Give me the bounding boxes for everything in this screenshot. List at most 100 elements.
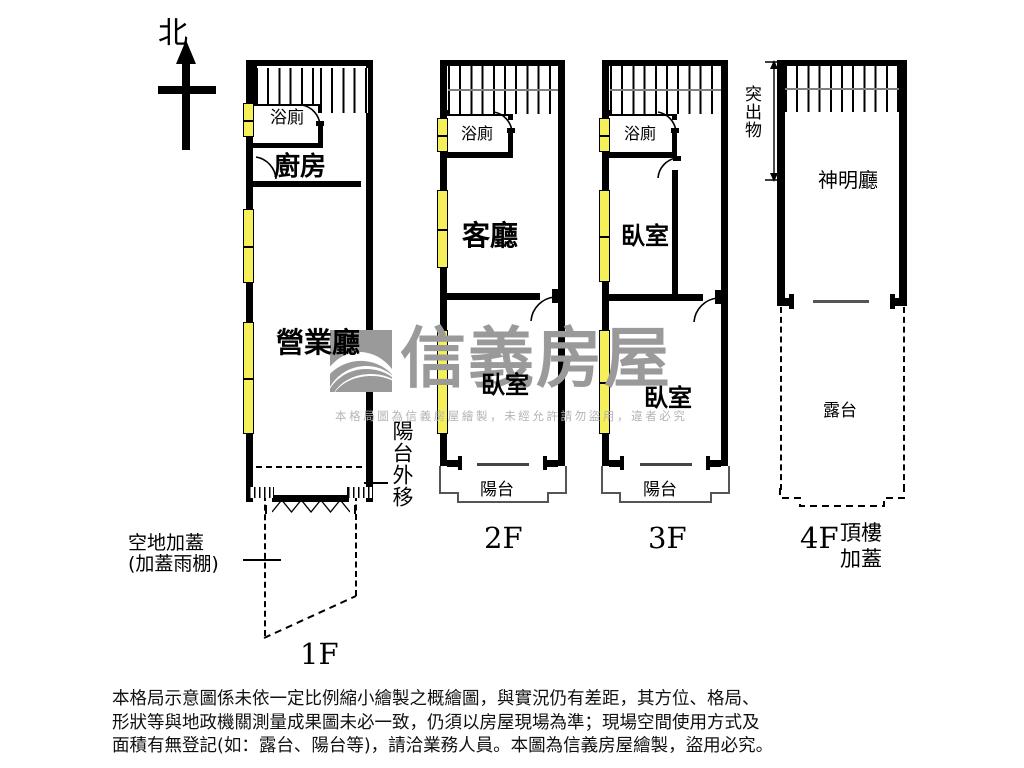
3f-window-bathroom [599,118,610,152]
2f-floor-caption: 2F [484,521,523,555]
3f-stair-wall-right [672,110,677,120]
2f-bedroom-door [525,295,560,327]
1f-annotation-open-space-addition: 空地加蓋 (加蓋雨棚) [128,533,219,575]
3f-balcony-jamb-left [620,456,624,470]
1f-annotation-line2: (加蓋雨棚) [128,553,219,575]
4f-floor-caption: 4F [800,521,839,555]
2f-bathroom-wall-right [508,128,513,156]
3f-room-label-bedroom-2: 臥室 [644,384,692,412]
3f-balcony-threshold-left [609,460,623,467]
3f-partition-wall [607,294,703,301]
disclaimer-line-2: 形狀等與地政機關測量成果圖未必一致，仍須以房屋現場為準；現場空間使用方式及 [112,712,760,733]
1f-entry-sill [272,495,349,502]
2f-balcony-outline [436,466,570,506]
compass-north-label: 北 [158,16,188,51]
3f-balcony-rail [640,463,692,466]
4f-terrace-threshold-right [891,298,907,306]
4f-wall-top [777,60,907,66]
1f-bathroom-wall-right [318,122,323,148]
disclaimer-line-3: 面積有無登記(如：露台、陽台等)，請洽業務人員。本圖為信義房屋繪製，盜用必究。 [112,736,774,756]
4f-terrace-dash-bottom [778,486,906,508]
3f-bathroom-wall-right [672,128,677,156]
4f-terrace-dash-left [780,307,782,490]
1f-entry-hatch-left [249,487,273,498]
1f-entry-tick-right [354,505,356,514]
3f-window-bedroom-1 [599,190,610,282]
1f-stair-wall-left [252,66,257,106]
1f-entry-hatch-right [348,487,372,498]
1f-window-cap-a [246,203,253,210]
1f-entry-tick-left [265,505,267,514]
2f-partition-wall [445,293,540,300]
2f-room-label-living-room: 客廳 [462,219,519,252]
4f-annotation-protrusion: 突出物 [741,85,761,139]
4f-wall-right [899,60,907,304]
4f-terrace-jamb-left [789,294,794,309]
1f-wall-top [246,60,373,66]
1f-window-cap-b [246,282,253,289]
2f-window-cap-d [440,432,447,440]
2f-window-bedroom [437,330,448,434]
2f-window-cap-a [440,184,447,191]
1f-kitchen-door [254,155,288,187]
3f-window-cap-c [602,324,609,332]
1f-balcony-moved-dashline [256,466,372,468]
1f-bathroom-wall-bottom [253,143,323,148]
3f-wall-top [602,60,728,66]
4f-staircase [785,66,899,112]
4f-terrace-jamb-right [890,294,895,309]
3f-balcony-outline [598,466,733,506]
3f-balcony-jamb-right [706,456,710,470]
3f-bathroom-wall-bottom [607,152,677,158]
1f-window-hall-upper [243,209,254,283]
1f-annotation-balcony-moved-out: 陽台外移 [390,420,414,508]
4f-caption-suffix-line2: 加蓋 [840,547,882,571]
1f-window-hall-lower [243,322,254,434]
1f-kitchen-wall-bottom [253,181,361,187]
3f-room-label-balcony: 陽台 [643,480,677,500]
2f-window-bathroom [437,118,448,152]
3f-room-label-bedroom-1: 臥室 [621,222,669,250]
2f-bathroom-wall-bottom [445,152,513,158]
4f-floor-caption-suffix: 頂樓 加蓋 [840,520,882,572]
3f-wall-right [721,60,728,466]
1f-addition-dash-left [264,495,266,636]
4f-terrace-dash-right [903,307,905,490]
2f-room-label-bedroom: 臥室 [481,371,529,399]
3f-staircase [610,66,721,114]
1f-floor-caption: 1F [300,637,339,671]
1f-window-bathroom [243,103,254,137]
3f-window-cap-d [602,432,609,440]
1f-window-cap-d [246,432,253,440]
3f-bedroom2-door [688,296,723,328]
2f-balcony-jamb-right [543,456,547,470]
2f-window-cap-c [440,324,447,332]
3f-bathroom-door [656,110,688,140]
4f-wall-left [777,60,785,304]
1f-addition-dash-bottom [262,592,358,640]
2f-bathroom-door [492,110,524,140]
3f-bedroom1-door [654,156,686,186]
1f-bathroom-door [300,103,332,133]
1f-room-label-kitchen: 廚房 [274,152,327,182]
1f-wall-right [366,60,373,502]
3f-room-label-bathroom: 浴廁 [624,124,657,143]
north-arrow-icon [150,6,230,166]
2f-wall-top [440,60,565,66]
1f-staircase-landing [320,68,368,113]
2f-window-living [437,190,448,268]
2f-window-cap-b [440,266,447,273]
4f-terrace-threshold-left [777,298,793,306]
3f-balcony-threshold-right [708,460,721,467]
2f-balcony-threshold-left [447,460,461,467]
1f-addition-dash-right [355,495,357,596]
4f-caption-suffix-line1: 頂樓 [840,521,882,545]
3f-floor-caption: 3F [648,521,687,555]
4f-terrace-rail [813,300,869,303]
1f-addition-leader [243,559,281,561]
2f-balcony-rail [477,463,529,466]
4f-room-label-shrine-hall: 神明廳 [818,168,878,192]
2f-stair-wall-right [508,110,513,120]
